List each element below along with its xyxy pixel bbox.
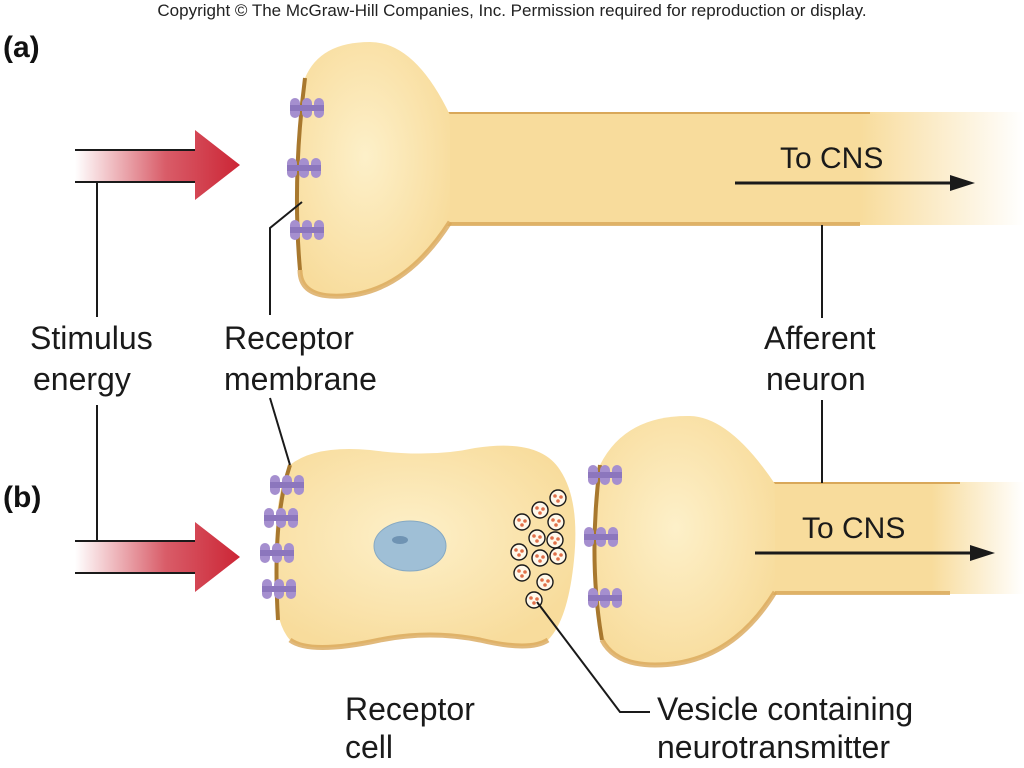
vesicle [546,531,564,549]
to-cns-label-b: To CNS [802,512,905,545]
channel-icon [584,527,618,547]
stimulus-label-line2: energy [33,361,131,397]
vesicle [513,513,531,531]
channel-icon [287,158,321,178]
receptor-membrane-label-line2: membrane [224,361,377,397]
panel-label-a: (a) [3,31,40,64]
channel-icon [270,475,304,495]
vesicle-label-line1: Vesicle containing [657,691,913,727]
channel-icon [588,465,622,485]
receptor-channels-b [260,475,304,599]
to-cns-arrow-a [735,175,975,191]
vesicle [547,513,565,531]
vesicle [549,489,567,507]
to-cns-label-a: To CNS [780,142,883,175]
channel-icon [588,588,622,608]
afferent-label-line2: neuron [766,361,866,397]
receptor-cell-label-line2: cell [345,729,393,763]
label-receptor-membrane: Receptor membrane [224,320,377,397]
vesicle [528,529,546,547]
channel-icon [264,508,298,528]
leader-vesicle [536,601,650,713]
axon-b [760,482,1024,594]
label-receptor-cell: Receptor cell [345,691,475,765]
afferent-label-line1: Afferent [764,320,876,356]
copyright-notice: Copyright © The McGraw-Hill Companies, I… [157,1,866,20]
vesicle [549,547,567,565]
leader-receptor-membrane-b [269,397,291,466]
channel-icon [290,98,324,118]
to-cns-arrow-b [755,545,995,561]
panel-label-b: (b) [3,481,41,514]
stimulus-arrow-a [75,130,240,200]
channel-icon [260,543,294,563]
axon-a [440,112,1024,225]
leader-lines [96,182,823,713]
label-vesicle: Vesicle containing neurotransmitter [657,691,913,765]
nucleus [373,520,447,572]
dendrite-bulb-a [296,42,450,297]
channel-icon [290,220,324,240]
vesicle [536,573,554,591]
vesicle [531,501,549,519]
vesicle [513,564,531,582]
receptor-membrane-label-line1: Receptor [224,320,354,356]
afferent-neuron-a [294,42,1024,299]
afferent-neuron-b [584,415,1024,668]
label-stimulus-energy: Stimulus energy [30,320,153,397]
receptor-cell-label-line1: Receptor [345,691,475,727]
vesicle [510,543,528,561]
channel-icon [262,579,296,599]
vesicle [531,549,549,567]
leader-receptor-membrane-a [269,201,303,315]
label-afferent-neuron: Afferent neuron [764,320,876,397]
stimulus-label-line1: Stimulus [30,320,153,356]
receptor-channels-a [287,98,324,240]
stimulus-arrow-b [75,522,240,592]
dendrite-bulb-b [594,415,775,665]
receptor-cell-b [274,445,576,650]
vesicle-label-line2: neurotransmitter [657,729,890,763]
